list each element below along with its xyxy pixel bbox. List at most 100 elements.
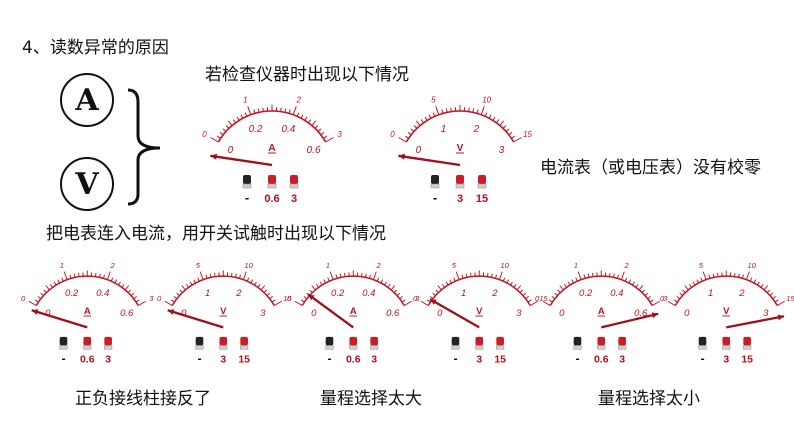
ammeter-tick xyxy=(110,277,114,282)
voltmeter-tick xyxy=(250,279,254,284)
ammeter-terminal-label: 3 xyxy=(291,193,297,205)
voltmeter-tick xyxy=(263,289,268,293)
ammeter-terminal-base xyxy=(104,345,113,350)
voltmeter-tick xyxy=(488,114,492,119)
ammeter-terminal-base xyxy=(597,345,606,350)
voltmeter-unit-label: V xyxy=(457,143,464,154)
voltmeter-outer-label: 15 xyxy=(539,294,548,303)
ammeter-tick xyxy=(296,112,300,117)
ammeter-tick xyxy=(57,279,61,284)
ammeter-tick xyxy=(225,125,230,129)
ammeter-terminal-base xyxy=(289,183,299,189)
ammeter-tick xyxy=(288,109,291,114)
voltmeter-tick xyxy=(209,273,212,278)
voltmeter-tick xyxy=(760,283,764,288)
voltmeter-tick xyxy=(763,285,769,291)
voltmeter-tick xyxy=(189,281,193,286)
voltmeter-unit-label: V xyxy=(476,306,483,317)
voltmeter-tick xyxy=(682,289,686,293)
ammeter-scale-arc xyxy=(217,110,327,143)
voltmeter-tick xyxy=(455,271,460,280)
voltmeter-tick xyxy=(420,119,424,124)
ammeter-tick xyxy=(571,279,575,284)
ammeter-tick xyxy=(253,109,256,114)
ammeter-tick xyxy=(323,279,327,284)
voltmeter-tick xyxy=(242,271,247,280)
ammeter-tick xyxy=(236,116,240,121)
voltmeter-tick xyxy=(449,279,453,284)
voltmeter-tick xyxy=(257,283,261,288)
ammeter-tick xyxy=(549,299,553,303)
voltmeter-tick xyxy=(498,271,503,280)
section-title: 4、读数异常的原因 xyxy=(22,38,169,58)
voltmeter-tick xyxy=(774,299,779,303)
ammeter-tick xyxy=(641,289,646,293)
ammeter-tick xyxy=(300,114,304,119)
ammeter-outer-label: 1 xyxy=(243,96,247,105)
voltmeter-tick xyxy=(492,116,496,121)
ammeter-terminal-post xyxy=(597,336,606,346)
voltmeter-outer-label: 0 xyxy=(390,130,395,139)
voltmeter-tick xyxy=(516,285,522,291)
ammeter-tick xyxy=(130,292,135,296)
voltmeter-tick xyxy=(519,289,524,293)
ammeter-tick xyxy=(240,114,244,119)
ammeter-symbol-letter: A xyxy=(75,82,99,118)
voltmeter-tick xyxy=(410,128,415,132)
voltmeter-terminal-post xyxy=(478,175,486,184)
ammeter-tick xyxy=(217,135,221,139)
voltmeter-inner-label: 2 xyxy=(235,288,242,299)
voltmeter-tick xyxy=(676,296,681,300)
ammeter-terminal-base xyxy=(83,345,92,350)
ammeter-terminal-label: 3 xyxy=(371,355,377,366)
ammeter-tick xyxy=(652,300,660,306)
ammeter-tick xyxy=(121,283,125,288)
ammeter-unit-label: A xyxy=(598,306,605,317)
ammeter-tick xyxy=(320,131,325,136)
ammeter-outer-label: 1 xyxy=(326,261,330,270)
voltmeter-tick xyxy=(486,272,489,277)
ammeter-tick xyxy=(257,108,260,113)
voltmeter-terminal-post xyxy=(743,336,751,346)
ammeter-terminal-base xyxy=(370,345,379,350)
voltmeter-needle-head xyxy=(398,153,406,160)
ammeter-tick xyxy=(219,131,224,136)
ammeter-tick xyxy=(608,272,611,277)
ammeter-terminal-label: - xyxy=(327,352,331,366)
ammeter-terminal-base xyxy=(267,183,277,189)
ammeter-tick xyxy=(399,296,403,300)
voltmeter-terminal-base xyxy=(496,345,505,350)
ammeter-terminal-base xyxy=(325,345,334,350)
voltmeter-tick xyxy=(437,285,442,291)
voltmeter-tick xyxy=(173,296,178,300)
voltmeter-tick xyxy=(757,281,760,286)
ammeter-tick xyxy=(94,272,97,277)
voltmeter-symbol-letter: V xyxy=(75,166,99,202)
voltmeter-inner-label: 3 xyxy=(516,308,522,319)
voltmeter-tick xyxy=(753,279,757,284)
ammeter-inner-label: 0.6 xyxy=(307,145,321,156)
voltmeter-needle xyxy=(726,315,785,329)
ammeter-tick xyxy=(35,299,39,303)
voltmeter-inner-label: 0 xyxy=(181,308,187,319)
voltmeter-tick xyxy=(432,292,436,296)
ammeter-terminal-post xyxy=(290,175,298,184)
ammeter-tick xyxy=(360,272,363,277)
voltmeter-terminal-label: 15 xyxy=(494,355,506,366)
voltmeter-outer-label: 0 xyxy=(413,294,418,303)
voltmeter-tick xyxy=(445,108,448,113)
voltmeter-tick xyxy=(176,292,180,296)
ammeter-tick xyxy=(124,285,130,291)
voltmeter-tick xyxy=(508,131,513,136)
ammeter-tick xyxy=(232,119,236,124)
ammeter-needle-head xyxy=(210,153,218,160)
voltmeter-tick xyxy=(527,299,532,303)
ammeter-tick xyxy=(369,274,371,279)
ammeter-needle xyxy=(31,309,88,329)
voltmeter-terminal-base xyxy=(430,183,440,189)
ammeter-tick xyxy=(311,120,317,126)
ammeter-tick xyxy=(635,283,639,288)
ammeter-outer-label: 2 xyxy=(375,261,381,270)
